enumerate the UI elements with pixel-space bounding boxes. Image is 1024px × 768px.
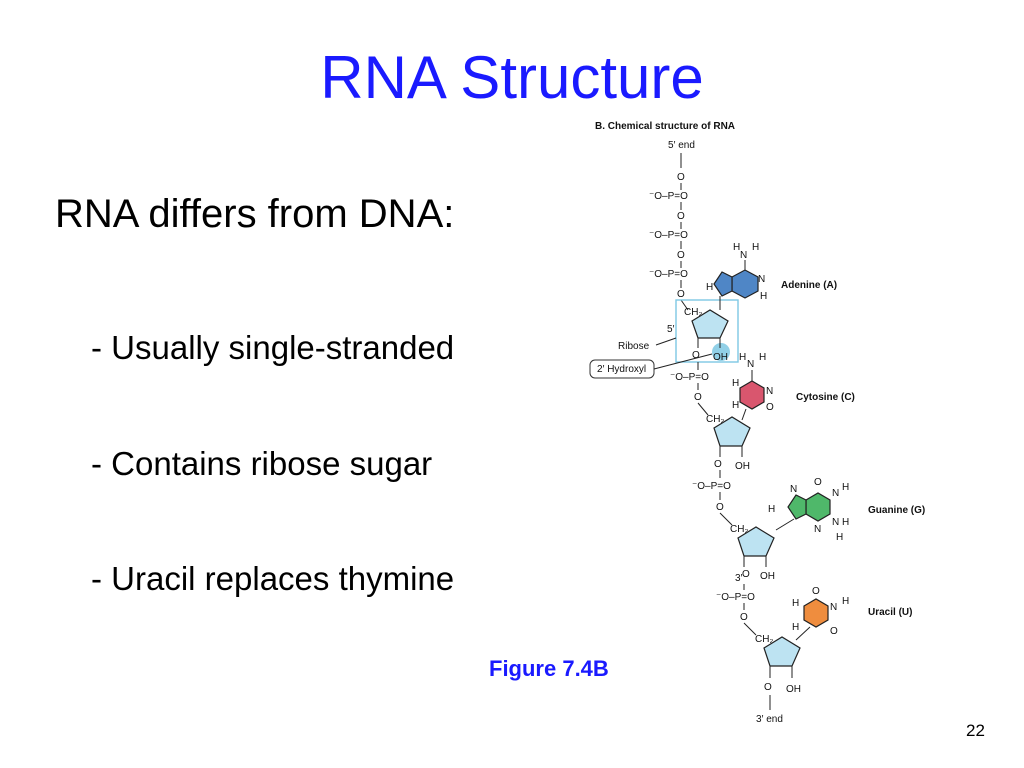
svg-text:H: H (760, 291, 767, 302)
svg-text:O: O (766, 402, 774, 413)
svg-text:O: O (694, 392, 702, 403)
svg-text:O: O (714, 459, 722, 470)
svg-text:⁻O–P=O: ⁻O–P=O (670, 372, 709, 383)
svg-text:O: O (740, 612, 748, 623)
svg-text:N: N (766, 386, 773, 397)
svg-text:O: O (814, 477, 822, 488)
svg-text:OH: OH (760, 571, 775, 582)
svg-text:N: N (790, 484, 797, 495)
ribose-ring-3 (737, 526, 775, 557)
uracil-label: Uracil (U) (868, 607, 912, 618)
three-prime-end-label: 3′ end (756, 714, 783, 725)
svg-text:CH₂: CH₂ (730, 524, 748, 535)
svg-text:H: H (836, 532, 843, 543)
phosphate-link-3: ⁻O–P=O O (716, 584, 757, 636)
cytosine-label: Cytosine (C) (796, 392, 855, 403)
svg-text:H: H (739, 352, 746, 363)
svg-text:H: H (706, 282, 713, 293)
svg-text:⁻O–P=O: ⁻O–P=O (649, 230, 688, 241)
svg-text:⁻O–P=O: ⁻O–P=O (716, 592, 755, 603)
ribose-ring (691, 309, 729, 339)
svg-text:⁻O–P=O: ⁻O–P=O (649, 191, 688, 202)
bullet-uracil: - Uracil replaces thymine (91, 560, 455, 597)
svg-text:N: N (830, 602, 837, 613)
svg-text:OH: OH (735, 461, 750, 472)
svg-text:CH₂: CH₂ (706, 414, 724, 425)
svg-text:3′: 3′ (735, 573, 743, 584)
figure-caption: Figure 7.4B (489, 656, 609, 681)
svg-text:OH: OH (713, 352, 728, 363)
svg-text:H: H (792, 622, 799, 633)
svg-text:OH: OH (786, 684, 801, 695)
guanine-base: O N H N H N H H N (768, 477, 849, 543)
bullet-single-stranded: - Usually single-stranded (91, 329, 455, 366)
svg-text:O: O (677, 250, 685, 261)
slide-title: RNA Structure (320, 44, 704, 111)
svg-text:H: H (732, 378, 739, 389)
phosphate-link-2: ⁻O–P=O O (692, 470, 733, 526)
svg-text:O: O (716, 502, 724, 513)
uracil-base: O H H N H O (792, 586, 849, 641)
svg-text:H: H (733, 242, 740, 253)
phosphate-link-1: ⁻O–P=O O (670, 362, 709, 416)
svg-text:O: O (692, 350, 700, 361)
svg-text:H: H (842, 482, 849, 493)
phosphate-chain-top: O ⁻O–P=O O ⁻O–P=O O ⁻O–P=O O (649, 172, 689, 311)
adenine-base: N H H H N H (706, 242, 767, 310)
svg-text:H: H (842, 596, 849, 607)
svg-text:N: N (758, 274, 765, 285)
svg-text:O: O (742, 569, 750, 580)
svg-text:CH₂: CH₂ (755, 634, 773, 645)
svg-text:O: O (830, 626, 838, 637)
svg-text:H: H (768, 504, 775, 515)
hydroxyl-label: 2′ Hydroxyl (597, 364, 646, 375)
rna-structure-figure: B. Chemical structure of RNA 5′ end O ⁻O… (589, 121, 925, 725)
guanine-label: Guanine (G) (868, 505, 925, 516)
svg-text:⁻O–P=O: ⁻O–P=O (649, 269, 688, 280)
svg-text:CH₂: CH₂ (684, 307, 702, 318)
cytosine-base: N H H H H N O (732, 352, 774, 421)
svg-text:O: O (677, 289, 685, 300)
svg-text:N: N (832, 488, 839, 499)
five-prime-end-label: 5′ end (668, 140, 695, 151)
svg-text:N: N (747, 359, 754, 370)
adenine-label: Adenine (A) (781, 280, 837, 291)
svg-text:O: O (812, 586, 820, 597)
ribose-ring-2 (713, 416, 751, 447)
svg-text:H: H (759, 352, 766, 363)
ribose-highlight-box (675, 299, 739, 363)
svg-text:N: N (740, 250, 747, 261)
svg-text:H: H (792, 598, 799, 609)
svg-text:5′: 5′ (667, 324, 675, 335)
svg-text:H: H (842, 517, 849, 528)
svg-text:O: O (677, 211, 685, 222)
lead-text: RNA differs from DNA: (55, 192, 455, 236)
svg-text:H: H (752, 242, 759, 253)
page-number: 22 (966, 721, 985, 740)
svg-text:N: N (832, 517, 839, 528)
svg-text:⁻O–P=O: ⁻O–P=O (692, 481, 731, 492)
svg-text:O: O (677, 172, 685, 183)
ribose-label: Ribose (618, 341, 650, 352)
figure-heading: B. Chemical structure of RNA (595, 121, 735, 132)
hydroxyl-highlight (712, 343, 730, 361)
svg-text:H: H (732, 400, 739, 411)
bullet-ribose-sugar: - Contains ribose sugar (91, 445, 433, 482)
svg-text:O: O (764, 682, 772, 693)
ribose-ring-4 (763, 636, 801, 667)
svg-text:N: N (814, 524, 821, 535)
